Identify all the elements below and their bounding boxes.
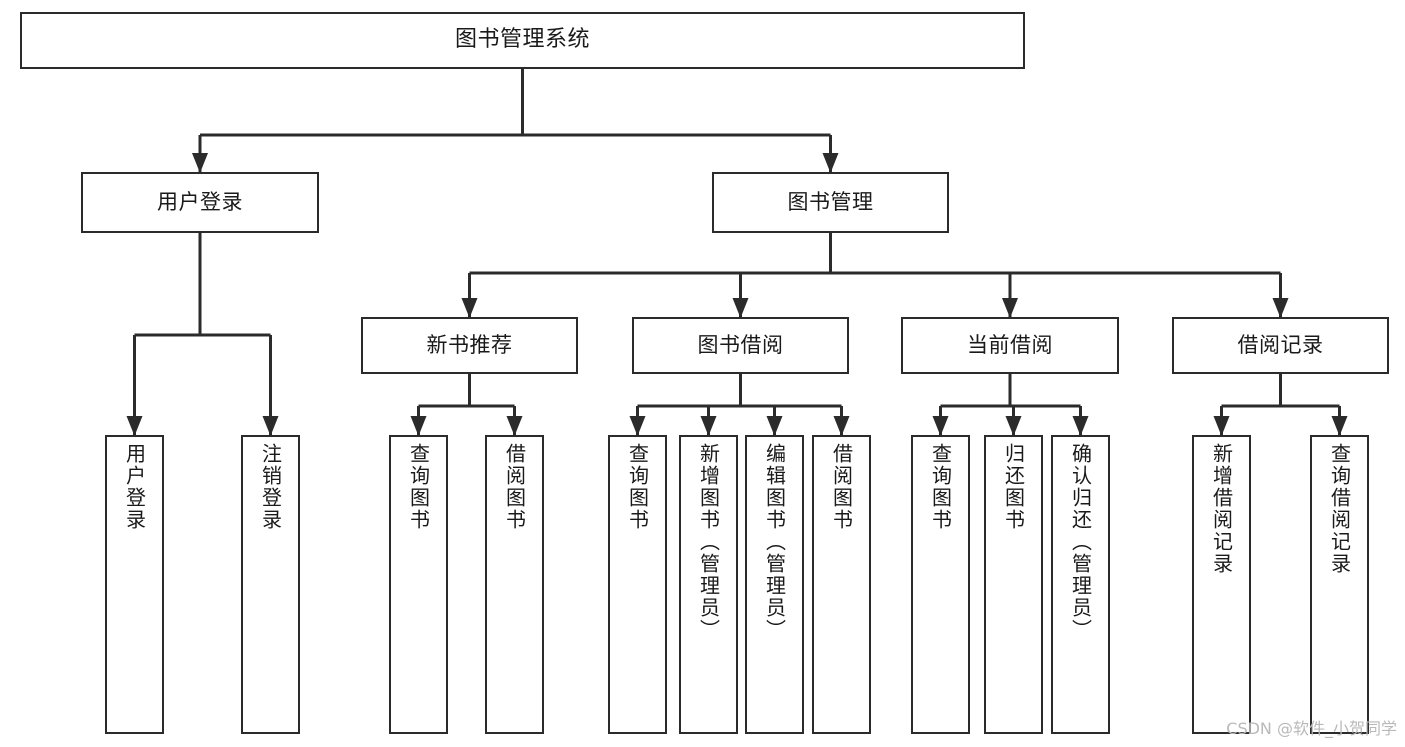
node-label-leaf-return: 归还图书 xyxy=(1001,443,1026,531)
node-label-borrow-record: 借阅记录 xyxy=(1237,332,1324,357)
node-label-leaf-confirm: 确认归还（管理员） xyxy=(1068,443,1093,641)
arrowhead-book-manage xyxy=(822,153,839,173)
node-leaf-add-rec[interactable]: 新增借阅记录 xyxy=(1192,435,1251,734)
arrowhead-current-borrow xyxy=(1002,298,1018,318)
watermark-label: CSDN @软件_小贺同学 xyxy=(1226,719,1397,738)
node-label-leaf-add-rec: 新增借阅记录 xyxy=(1209,443,1234,575)
node-user-login[interactable]: 用户登录 xyxy=(81,172,319,233)
node-book-manage[interactable]: 图书管理 xyxy=(712,172,949,233)
arrowhead-leaf-borrow-2 xyxy=(833,416,850,436)
node-leaf-return[interactable]: 归还图书 xyxy=(984,435,1043,734)
node-leaf-confirm[interactable]: 确认归还（管理员） xyxy=(1051,435,1110,734)
arrowhead-leaf-add-book xyxy=(700,416,717,436)
node-label-leaf-logout: 注销登录 xyxy=(258,443,283,531)
node-label-book-manage: 图书管理 xyxy=(787,189,874,214)
node-leaf-query-1[interactable]: 查询图书 xyxy=(389,435,448,734)
node-leaf-edit-book[interactable]: 编辑图书（管理员） xyxy=(745,435,804,734)
node-label-leaf-query-1: 查询图书 xyxy=(406,443,431,531)
node-current-borrow[interactable]: 当前借阅 xyxy=(901,317,1119,374)
arrowhead-leaf-query-1 xyxy=(410,416,427,436)
node-leaf-borrow-1[interactable]: 借阅图书 xyxy=(485,435,544,734)
arrowhead-leaf-add-rec xyxy=(1213,416,1230,436)
node-label-leaf-borrow-2: 借阅图书 xyxy=(829,443,854,531)
node-label-leaf-query-rec: 查询借阅记录 xyxy=(1327,443,1352,575)
node-leaf-query-2[interactable]: 查询图书 xyxy=(608,435,667,734)
arrowhead-leaf-user-login xyxy=(126,416,143,436)
node-borrow-record[interactable]: 借阅记录 xyxy=(1172,317,1389,374)
node-leaf-query-3[interactable]: 查询图书 xyxy=(911,435,970,734)
node-label-leaf-user-login: 用户登录 xyxy=(122,443,147,531)
node-label-leaf-query-2: 查询图书 xyxy=(625,443,650,531)
arrowhead-book-borrow xyxy=(732,298,749,318)
arrowhead-leaf-logout xyxy=(262,416,279,436)
node-leaf-query-rec[interactable]: 查询借阅记录 xyxy=(1310,435,1369,734)
node-label-leaf-add-book: 新增图书（管理员） xyxy=(696,443,721,641)
node-new-book-rec[interactable]: 新书推荐 xyxy=(361,317,578,374)
arrowhead-leaf-edit-book xyxy=(766,416,783,436)
node-book-borrow[interactable]: 图书借阅 xyxy=(632,317,849,374)
node-label-root: 图书管理系统 xyxy=(454,27,590,53)
node-leaf-borrow-2[interactable]: 借阅图书 xyxy=(812,435,871,734)
arrowhead-leaf-query-3 xyxy=(932,416,949,436)
arrowhead-leaf-query-2 xyxy=(629,416,646,436)
arrowhead-user-login xyxy=(192,153,208,173)
node-label-leaf-query-3: 查询图书 xyxy=(928,443,953,531)
arrowhead-borrow-record xyxy=(1272,298,1289,318)
arrowhead-leaf-borrow-1 xyxy=(506,416,523,436)
node-leaf-user-login[interactable]: 用户登录 xyxy=(105,435,164,734)
node-label-leaf-borrow-1: 借阅图书 xyxy=(502,443,527,531)
node-label-current-borrow: 当前借阅 xyxy=(967,332,1053,357)
node-label-leaf-edit-book: 编辑图书（管理员） xyxy=(762,443,787,641)
node-leaf-logout[interactable]: 注销登录 xyxy=(241,435,300,734)
node-label-user-login: 用户登录 xyxy=(157,189,243,214)
arrowhead-leaf-query-rec xyxy=(1331,416,1348,436)
arrowhead-leaf-return xyxy=(1005,416,1022,436)
node-label-book-borrow: 图书借阅 xyxy=(697,332,784,357)
node-leaf-add-book[interactable]: 新增图书（管理员） xyxy=(679,435,738,734)
node-root[interactable]: 图书管理系统 xyxy=(20,12,1025,69)
arrowhead-leaf-confirm xyxy=(1072,416,1089,436)
arrowhead-new-book-rec xyxy=(461,298,478,318)
node-label-new-book-rec: 新书推荐 xyxy=(426,332,513,357)
